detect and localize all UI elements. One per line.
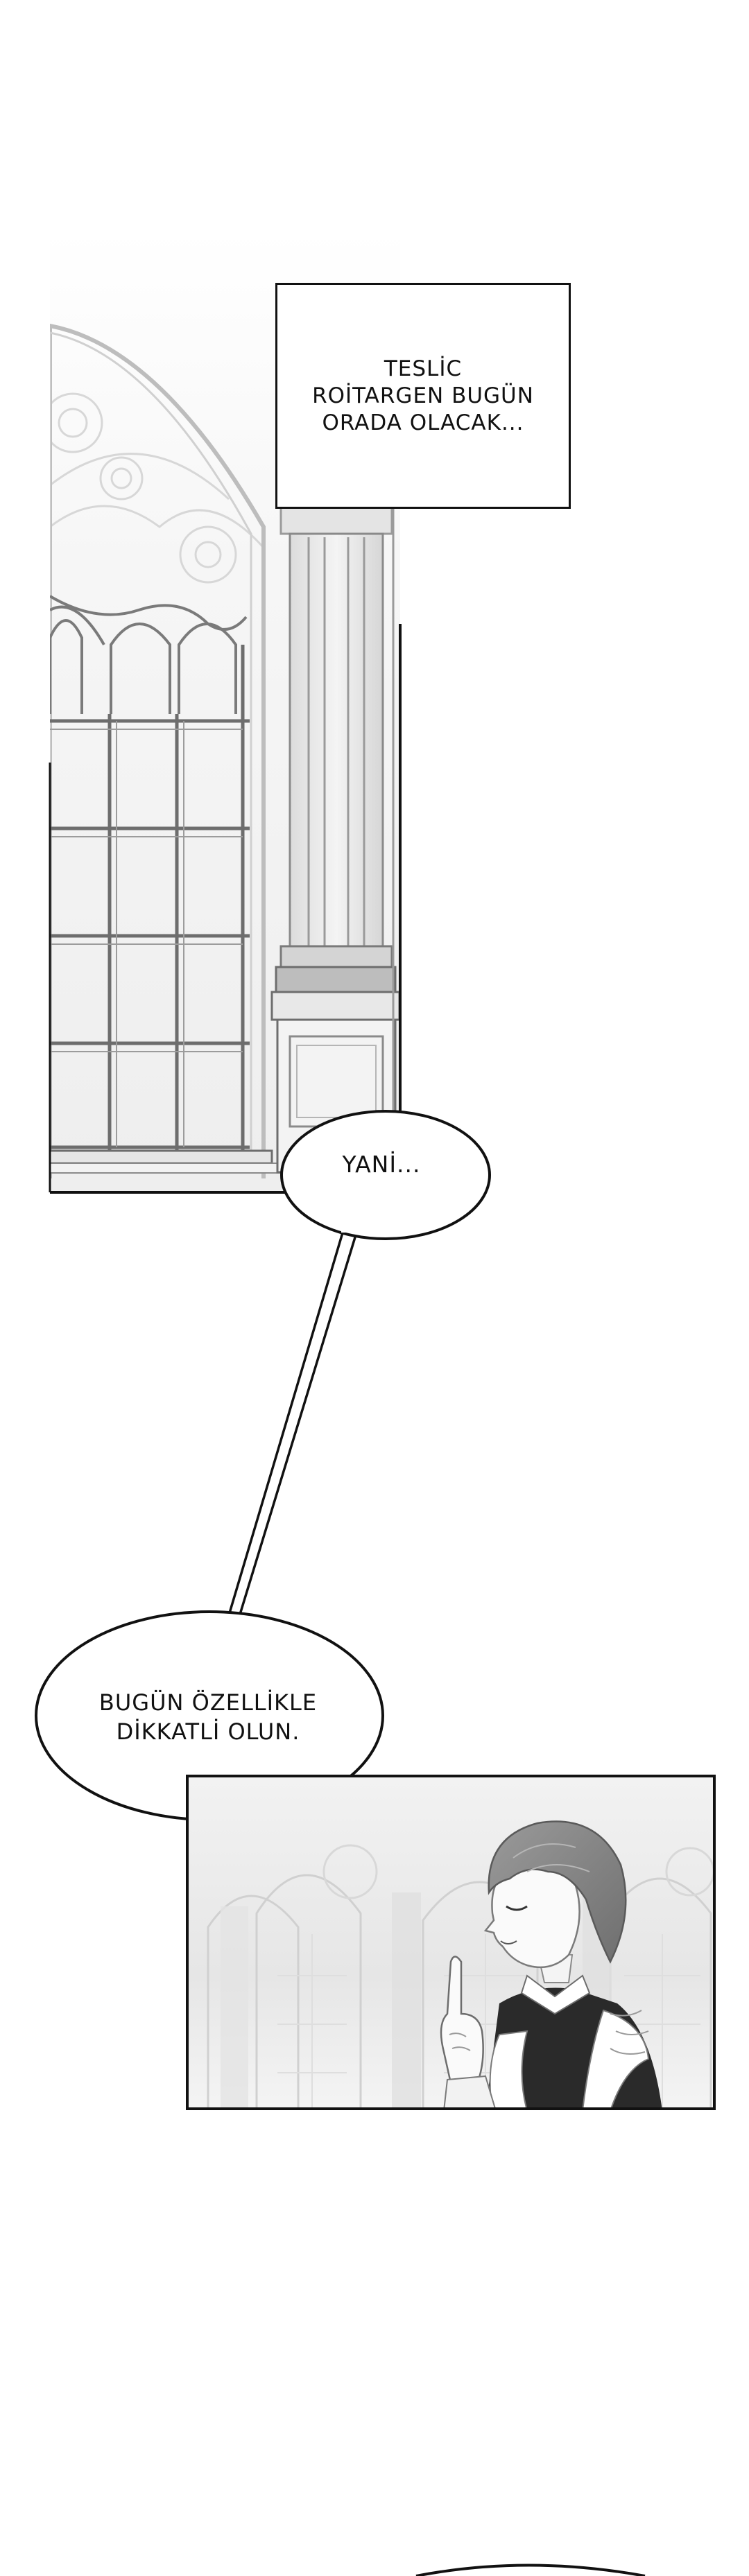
maid-character [440, 1820, 662, 2109]
speech-bubble-1-text: YANİ... [342, 1151, 421, 1178]
narration-caption-box: TESLİC ROİTARGEN BUGÜN ORADA OLACAK... [275, 283, 571, 509]
speech-bubble-2-text: BUGÜN ÖZELLİKLE DİKKATLİ OLUN. [98, 1689, 318, 1745]
narration-caption-text: TESLİC ROİTARGEN BUGÜN ORADA OLACAK... [312, 356, 534, 435]
next-bubble-edge [415, 2564, 646, 2576]
speech-bubble-1 [227, 1110, 491, 1618]
stone-column [270, 505, 400, 1174]
maid-panel [187, 1776, 714, 2109]
